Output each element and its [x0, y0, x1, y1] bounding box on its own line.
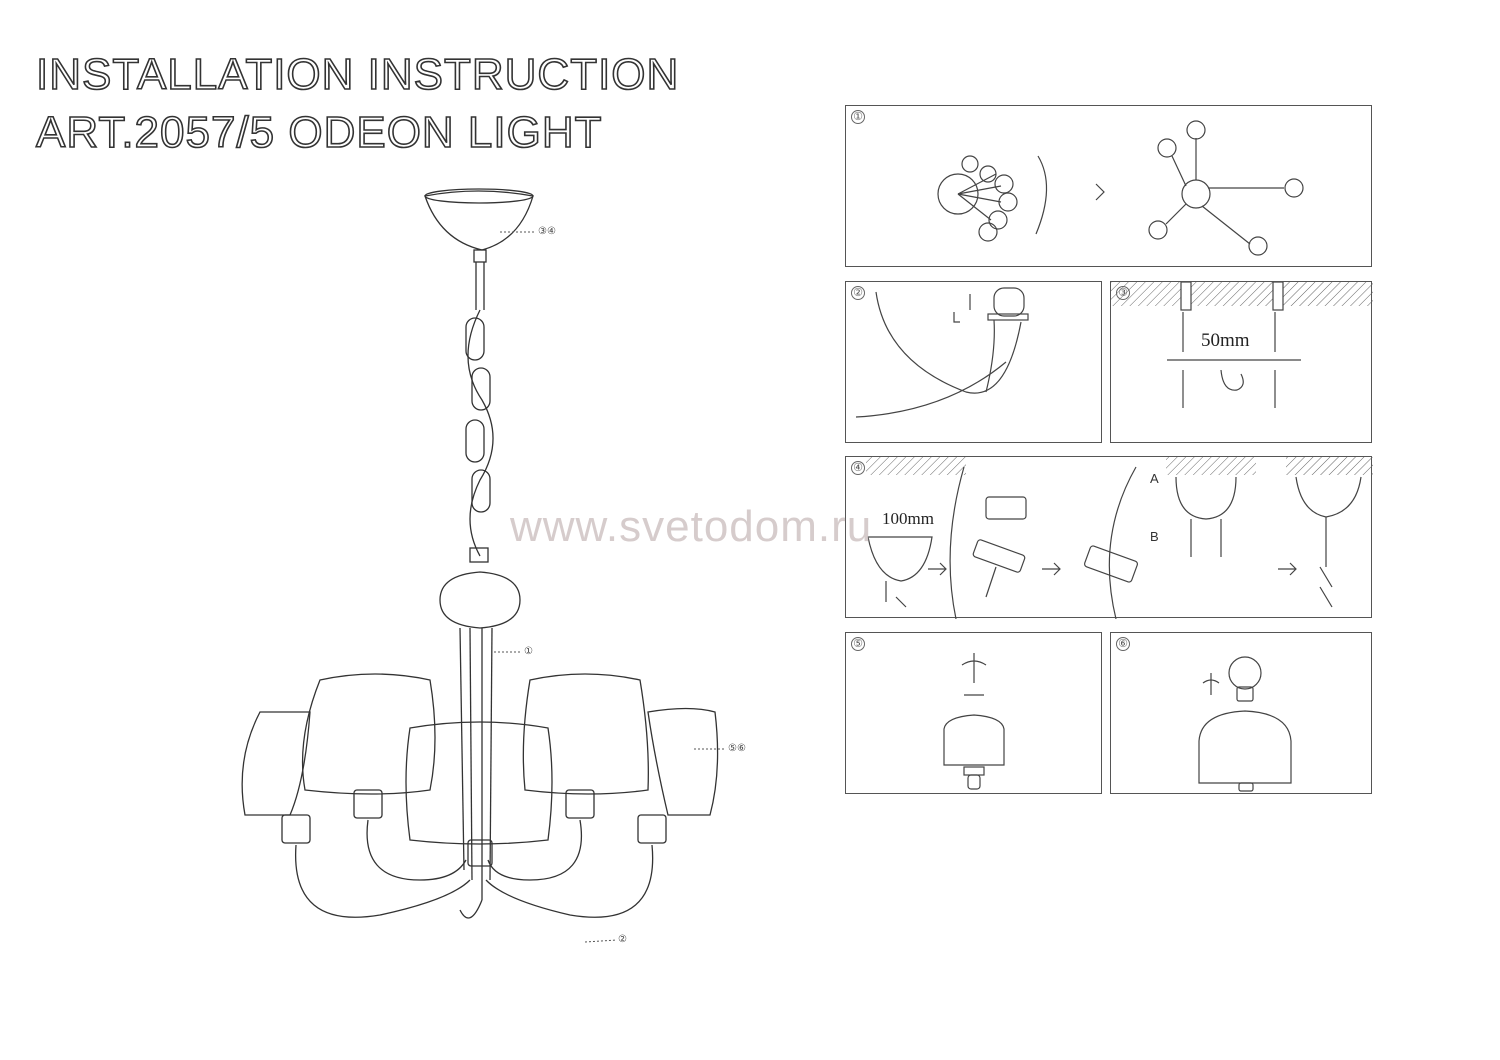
step-5-illustration	[943, 653, 1005, 790]
document-title-line1: INSTALLATION INSTRUCTION	[35, 49, 680, 100]
step-3-illustration	[1111, 282, 1373, 408]
callout-shades: ⑤⑥	[728, 743, 746, 754]
step-2-panel: ②	[845, 281, 1102, 443]
callout-body: ①	[524, 646, 533, 657]
step-1-number: ①	[851, 110, 865, 124]
chandelier-drawing	[241, 188, 726, 943]
document-title-line2: ART.2057/5 ODEON LIGHT	[35, 107, 603, 158]
step-6-number: ⑥	[1116, 637, 1130, 651]
step-4-number: ④	[851, 461, 865, 475]
step-3-panel: ③ 50mm	[1110, 281, 1373, 443]
step-2-illustration	[855, 287, 1029, 418]
callout-arms: ②	[618, 934, 627, 945]
step-6-illustration	[1198, 656, 1292, 792]
step-6-panel: ⑥	[1110, 632, 1372, 794]
step-4-label-b: B	[1150, 529, 1159, 544]
step-5-panel: ⑤	[845, 632, 1102, 794]
step-3-dimension: 50mm	[1201, 330, 1250, 351]
step-1-illustration	[937, 120, 1304, 256]
step-4-label-a: A	[1150, 471, 1159, 486]
callout-canopy: ③④	[538, 226, 556, 237]
watermark: www.svetodom.ru	[510, 502, 873, 551]
step-4-illustration	[866, 457, 1373, 619]
step-5-number: ⑤	[851, 637, 865, 651]
step-1-panel: ①	[845, 105, 1372, 267]
step-4-panel: ④ 100mm A B	[845, 456, 1373, 619]
step-2-number: ②	[851, 286, 865, 300]
step-4-dimension: 100mm	[882, 509, 934, 528]
